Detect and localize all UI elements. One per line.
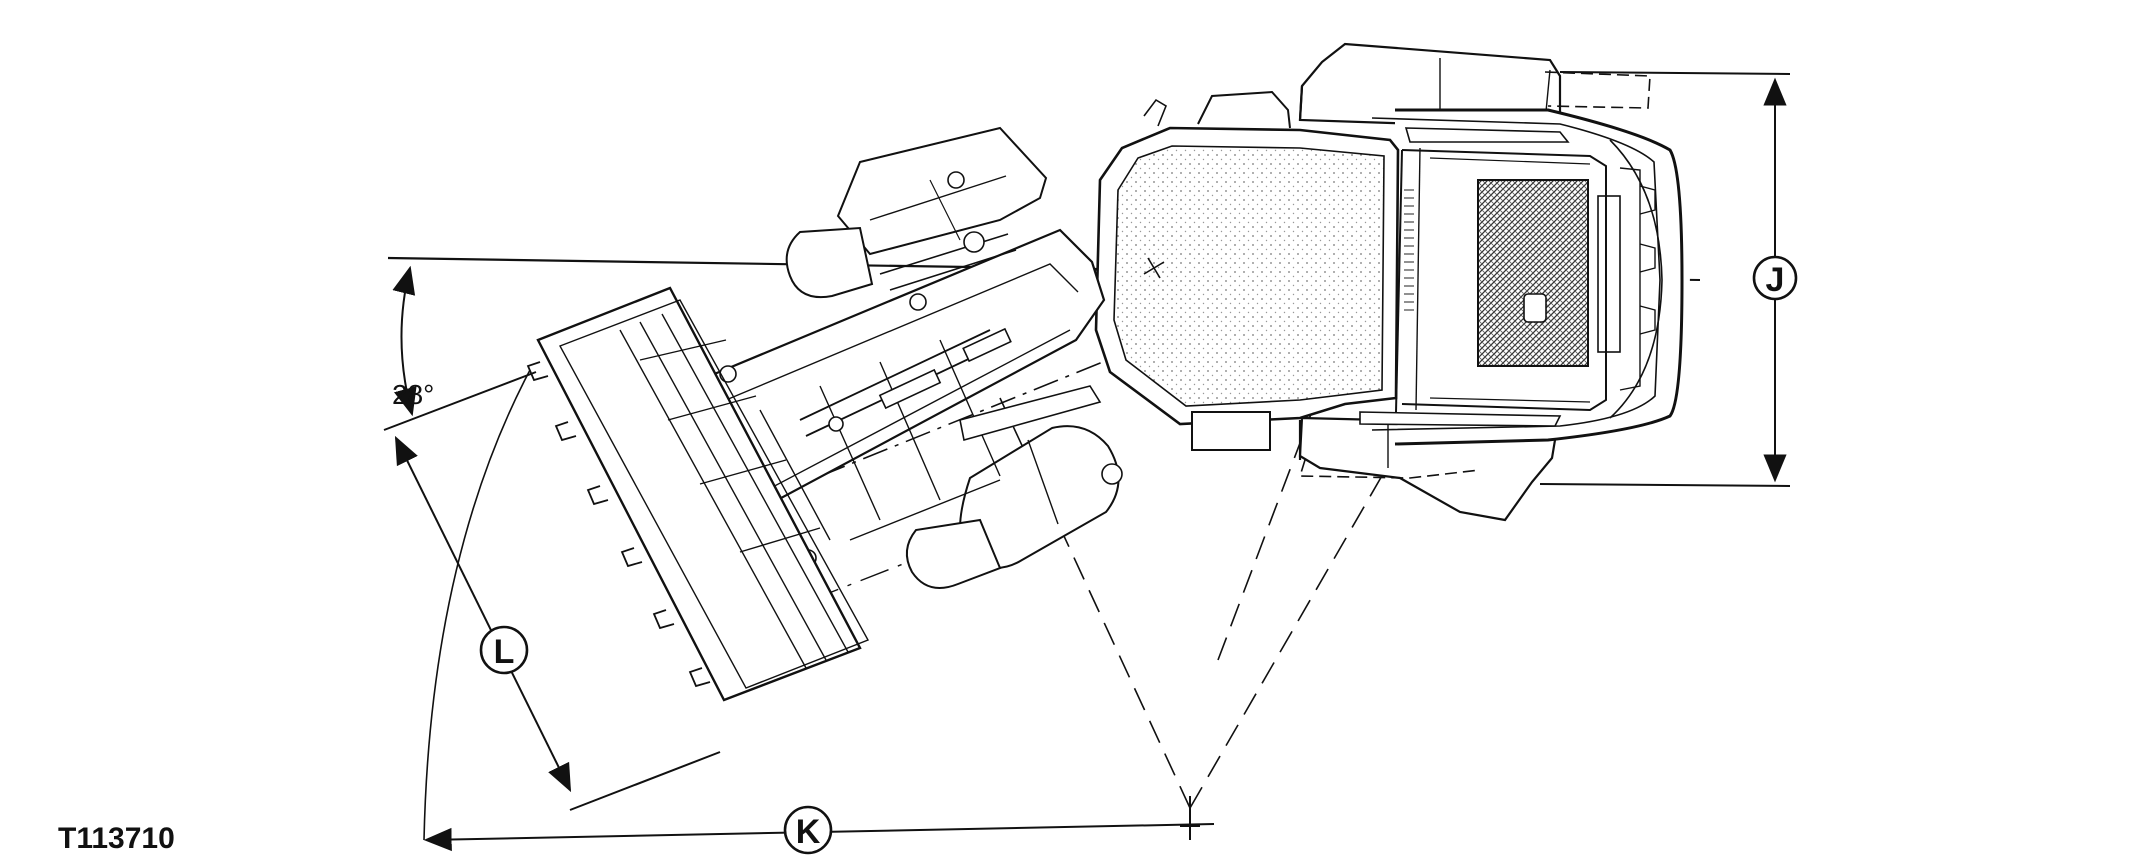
swing-radius-arc [423,369,531,841]
callout-k-label: K [796,813,821,851]
callout-k: K [783,805,833,855]
upper-structure [1359,108,1684,446]
angle-label: 28° [392,379,434,410]
bucket [526,286,869,702]
angle-28-indicator [392,265,417,417]
boom-assembly [698,126,1123,589]
callout-l-label: L [494,633,515,671]
figure-id: T113710 [58,822,175,855]
callout-j: J [1752,255,1798,301]
dimension-l [383,371,721,811]
operator-cab [1094,90,1400,451]
callout-j-label: J [1766,261,1785,299]
callout-l: L [479,625,529,675]
